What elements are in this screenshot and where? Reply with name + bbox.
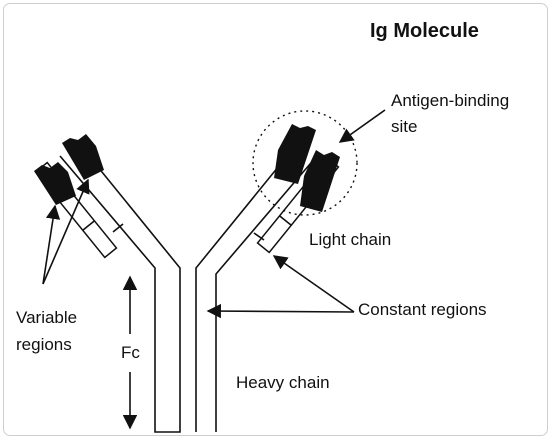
antigen-binding-label: Antigen-binding bbox=[391, 91, 509, 110]
variable-region-tip bbox=[274, 124, 316, 184]
constant-region-arrow bbox=[272, 255, 355, 313]
variable-region-arrow bbox=[42, 178, 90, 285]
variable-region-tip bbox=[300, 150, 340, 212]
antigen-binding-arrow bbox=[338, 109, 386, 143]
constant-regions-label: Constant regions bbox=[358, 300, 487, 319]
fc-label: Fc bbox=[121, 343, 140, 362]
variable-region-arrow bbox=[42, 204, 61, 285]
variable-region-tip bbox=[62, 134, 104, 180]
right-heavy-tick bbox=[253, 232, 265, 241]
antigen-binding-site-circle bbox=[252, 110, 358, 216]
left-heavy-tick bbox=[112, 223, 124, 233]
left-heavy-chain bbox=[59, 144, 181, 433]
right-heavy-chain bbox=[195, 144, 317, 432]
heavy-chain-label: Heavy chain bbox=[236, 373, 330, 392]
antigen-binding-label-line2: site bbox=[391, 117, 417, 136]
light-chain-label: Light chain bbox=[309, 230, 391, 249]
variable-regions-label: Variable bbox=[16, 308, 77, 327]
constant-region-arrow bbox=[206, 303, 355, 319]
diagram-title: Ig Molecule bbox=[370, 20, 479, 42]
variable-regions-label-line2: regions bbox=[16, 335, 72, 354]
variable-region-tip bbox=[34, 162, 76, 205]
